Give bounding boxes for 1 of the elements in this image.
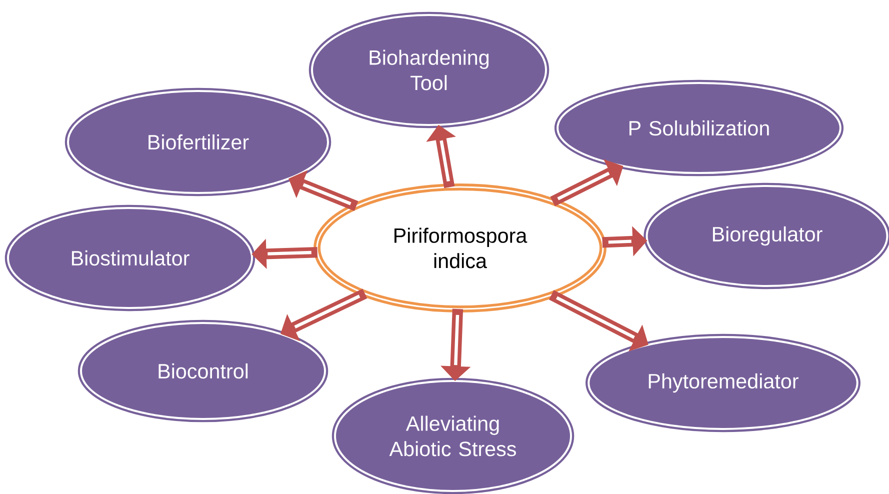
block-arrow [280,288,368,342]
